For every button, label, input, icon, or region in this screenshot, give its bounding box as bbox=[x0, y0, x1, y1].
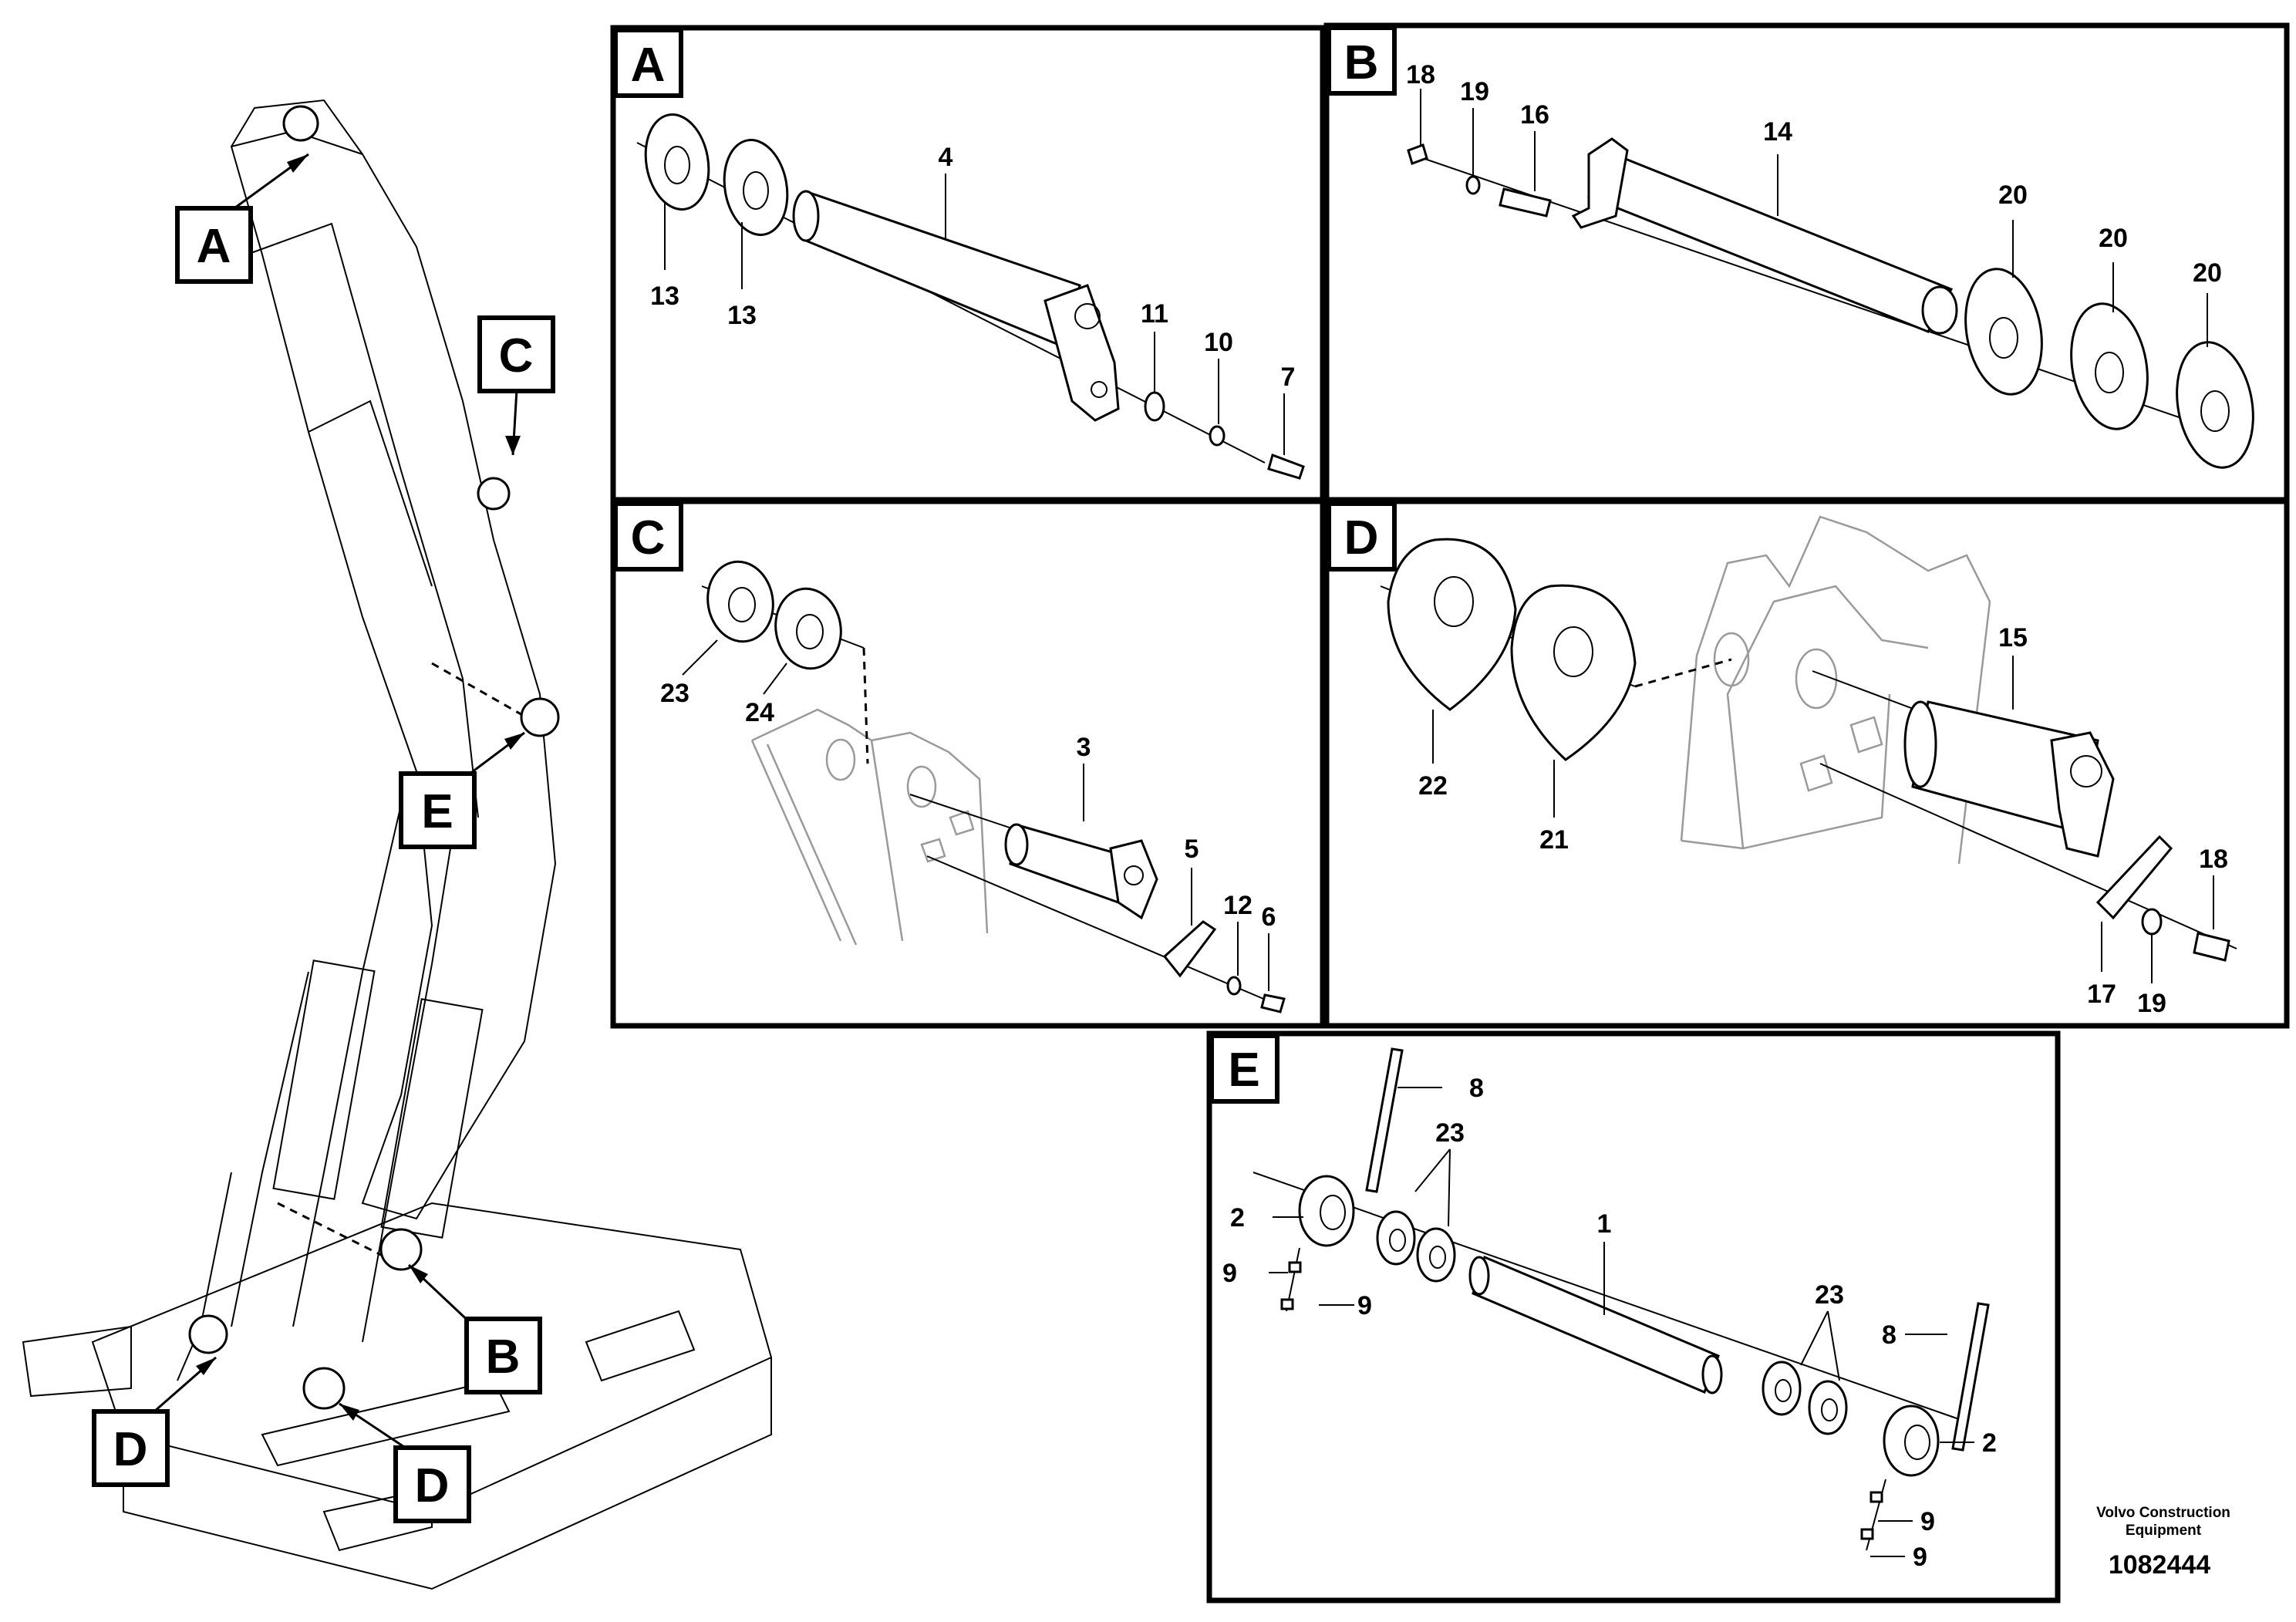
panel-a: A 13 13 4 11 10 7 bbox=[610, 25, 1326, 503]
title-block: Volvo Construction Equipment 1082444 bbox=[2096, 1505, 2230, 1580]
callout-label: E bbox=[421, 785, 453, 838]
part-number: 13 bbox=[727, 301, 757, 330]
panel-c-tag: C bbox=[631, 511, 666, 565]
part-number: 5 bbox=[1185, 835, 1199, 864]
boom-overview-illustration bbox=[22, 99, 773, 1590]
panel-b-tag: B bbox=[1344, 36, 1379, 89]
drawing-number: 1082444 bbox=[2109, 1550, 2210, 1580]
callout-label: C bbox=[499, 329, 534, 383]
part-number: 9 bbox=[1920, 1507, 1935, 1536]
callout-label: B bbox=[486, 1330, 521, 1384]
callout-label: D bbox=[415, 1459, 450, 1512]
part-number: 18 bbox=[2199, 845, 2228, 874]
part-number: 8 bbox=[1882, 1320, 1896, 1350]
part-number: 21 bbox=[1539, 825, 1569, 855]
part-number: 23 bbox=[660, 679, 689, 708]
part-number: 12 bbox=[1223, 891, 1253, 920]
overview-callout-d-right: D bbox=[339, 1402, 471, 1523]
brand-line-2: Equipment bbox=[2126, 1523, 2202, 1539]
part-number: 20 bbox=[1998, 180, 2028, 210]
part-number: 15 bbox=[1998, 623, 2028, 653]
part-number: 9 bbox=[1222, 1259, 1237, 1288]
part-number: 23 bbox=[1435, 1118, 1465, 1148]
part-number: 8 bbox=[1469, 1074, 1484, 1103]
overview-callout-e: E bbox=[399, 731, 525, 849]
part-number: 7 bbox=[1281, 363, 1296, 392]
panel-d-tag: D bbox=[1344, 511, 1379, 565]
part-number: 24 bbox=[745, 698, 774, 727]
part-number: 11 bbox=[1141, 299, 1168, 329]
part-number: 14 bbox=[1763, 117, 1792, 147]
brand-line-1: Volvo Construction bbox=[2096, 1505, 2230, 1521]
part-number: 1 bbox=[1597, 1209, 1612, 1239]
panel-b: B 18 19 16 14 20 20 20 bbox=[1323, 22, 2290, 503]
part-number: 10 bbox=[1204, 328, 1233, 357]
overview-callout-c: C bbox=[477, 315, 555, 456]
overview-callout-d-left: D bbox=[92, 1356, 217, 1487]
part-number: 20 bbox=[2099, 224, 2128, 253]
part-number: 19 bbox=[1460, 77, 1489, 106]
part-number: 20 bbox=[2193, 258, 2222, 288]
part-number: 9 bbox=[1357, 1291, 1372, 1320]
part-number: 18 bbox=[1406, 60, 1435, 89]
part-number: 16 bbox=[1520, 100, 1549, 130]
part-number: 13 bbox=[650, 282, 679, 311]
panel-d: D 22 21 15 18 17 bbox=[1323, 498, 2290, 1029]
part-number: 2 bbox=[1230, 1203, 1245, 1233]
callout-label: D bbox=[113, 1423, 148, 1476]
part-number: 6 bbox=[1262, 902, 1276, 932]
panel-e: E bbox=[1206, 1030, 2061, 1603]
panel-e-tag: E bbox=[1228, 1044, 1259, 1097]
panel-c: C 23 24 3 5 12 bbox=[610, 498, 1326, 1029]
part-number: 17 bbox=[2087, 980, 2116, 1009]
overview-callout-a: A bbox=[175, 153, 309, 284]
panel-a-tag: A bbox=[631, 39, 666, 92]
part-number: 19 bbox=[2137, 989, 2166, 1018]
part-number: 2 bbox=[1982, 1428, 1997, 1458]
part-number: 9 bbox=[1913, 1543, 1927, 1572]
callout-label: A bbox=[197, 220, 231, 273]
part-number: 3 bbox=[1077, 733, 1091, 762]
part-number: 22 bbox=[1418, 771, 1448, 801]
part-number: 23 bbox=[1815, 1280, 1844, 1310]
part-number: 4 bbox=[939, 143, 953, 172]
overview-callout-b: B bbox=[407, 1263, 542, 1394]
